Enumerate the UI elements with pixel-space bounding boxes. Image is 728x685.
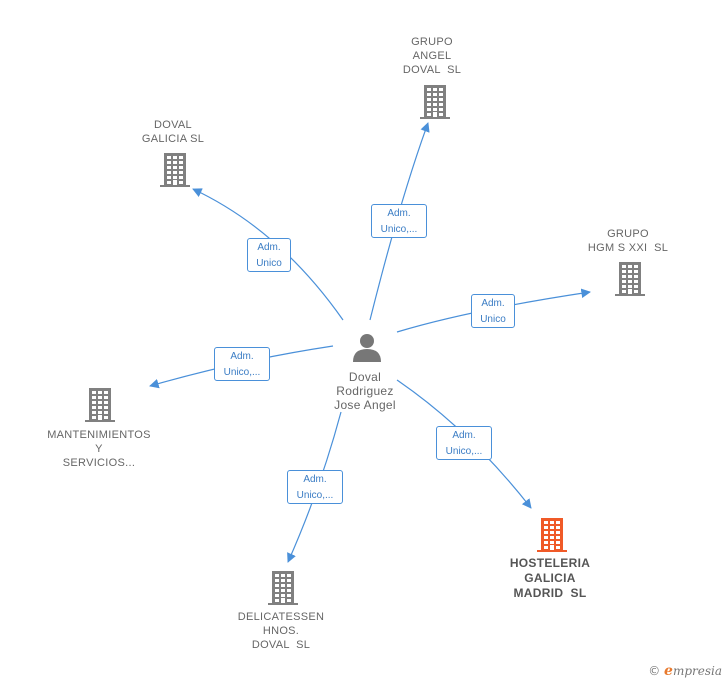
building-icon-delicatessen[interactable] <box>268 571 298 605</box>
company-label-delicatessen[interactable]: DELICATESSEN HNOS. DOVAL SL <box>211 610 351 652</box>
company-label-line: MADRID SL <box>513 586 587 600</box>
edge-role-line: Adm. <box>452 430 476 441</box>
company-label-line: GRUPO <box>607 228 649 240</box>
edge-role-line: Unico,... <box>223 367 261 378</box>
building-icon-grupo-angel[interactable] <box>420 85 450 119</box>
company-label-line: ANGEL <box>412 50 452 62</box>
company-label-line: DELICATESSEN <box>237 611 325 623</box>
edge-role-label-mantenimientos[interactable]: Adm. Unico,... <box>214 347 270 381</box>
person-name-line: Jose Angel <box>334 398 396 412</box>
edge-role-label-doval-galicia[interactable]: Adm. Unico <box>247 238 291 272</box>
building-icon-hosteleria[interactable] <box>537 518 567 552</box>
edge-role-label-delicatessen[interactable]: Adm. Unico,... <box>287 470 343 504</box>
company-label-grupo-hgm[interactable]: GRUPO HGM S XXI SL <box>558 227 698 255</box>
edge-role-line: Adm. <box>481 298 505 309</box>
edge-role-line: Unico,... <box>296 490 334 501</box>
edge-role-line: Unico,... <box>445 446 483 457</box>
company-label-doval-galicia[interactable]: DOVAL GALICIA SL <box>103 118 243 146</box>
company-label-grupo-angel[interactable]: GRUPO ANGEL DOVAL SL <box>362 35 502 77</box>
company-label-line: SERVICIOS... <box>62 457 136 469</box>
edge-role-label-hosteleria[interactable]: Adm. Unico,... <box>436 426 492 460</box>
company-label-line: DOVAL SL <box>402 64 462 76</box>
edge-role-line: Unico,... <box>380 224 418 235</box>
company-label-line: HOSTELERIA <box>509 556 591 570</box>
building-icon-grupo-hgm[interactable] <box>615 262 645 296</box>
edge-role-line: Unico <box>256 258 282 269</box>
company-label-mantenimientos[interactable]: MANTENIMIENTOS Y SERVICIOS... <box>29 428 169 470</box>
copyright-symbol: © <box>648 664 661 678</box>
edge-role-line: Adm. <box>257 242 281 253</box>
person-name-line: Rodriguez <box>336 384 394 398</box>
brand-name: mpresia <box>672 664 722 678</box>
edge-role-line: Adm. <box>230 351 254 362</box>
company-label-line: HGM S XXI SL <box>587 242 669 254</box>
edge-role-line: Adm. <box>303 474 327 485</box>
empresia-watermark[interactable]: © empresia <box>648 663 722 679</box>
edge-role-line: Adm. <box>387 208 411 219</box>
edge-role-label-grupo-hgm[interactable]: Adm. Unico <box>471 294 515 328</box>
person-name-line: Doval <box>348 370 382 384</box>
company-label-line: GALICIA <box>524 571 576 585</box>
edge-role-line: Unico <box>480 314 506 325</box>
person-icon[interactable] <box>353 334 381 362</box>
company-label-line: HNOS. <box>262 625 300 637</box>
building-icon-mantenimientos[interactable] <box>85 388 115 422</box>
building-icon-doval-galicia[interactable] <box>160 153 190 187</box>
company-label-line: DOVAL SL <box>251 639 311 651</box>
brand-initial: e <box>664 663 673 679</box>
company-label-line: DOVAL <box>154 119 192 131</box>
company-label-line: Y <box>95 443 103 455</box>
company-label-line: GRUPO <box>411 36 453 48</box>
edge-role-label-grupo-angel[interactable]: Adm. Unico,... <box>371 204 427 238</box>
company-label-line: GALICIA SL <box>141 133 205 145</box>
company-label-line: MANTENIMIENTOS <box>47 429 151 441</box>
